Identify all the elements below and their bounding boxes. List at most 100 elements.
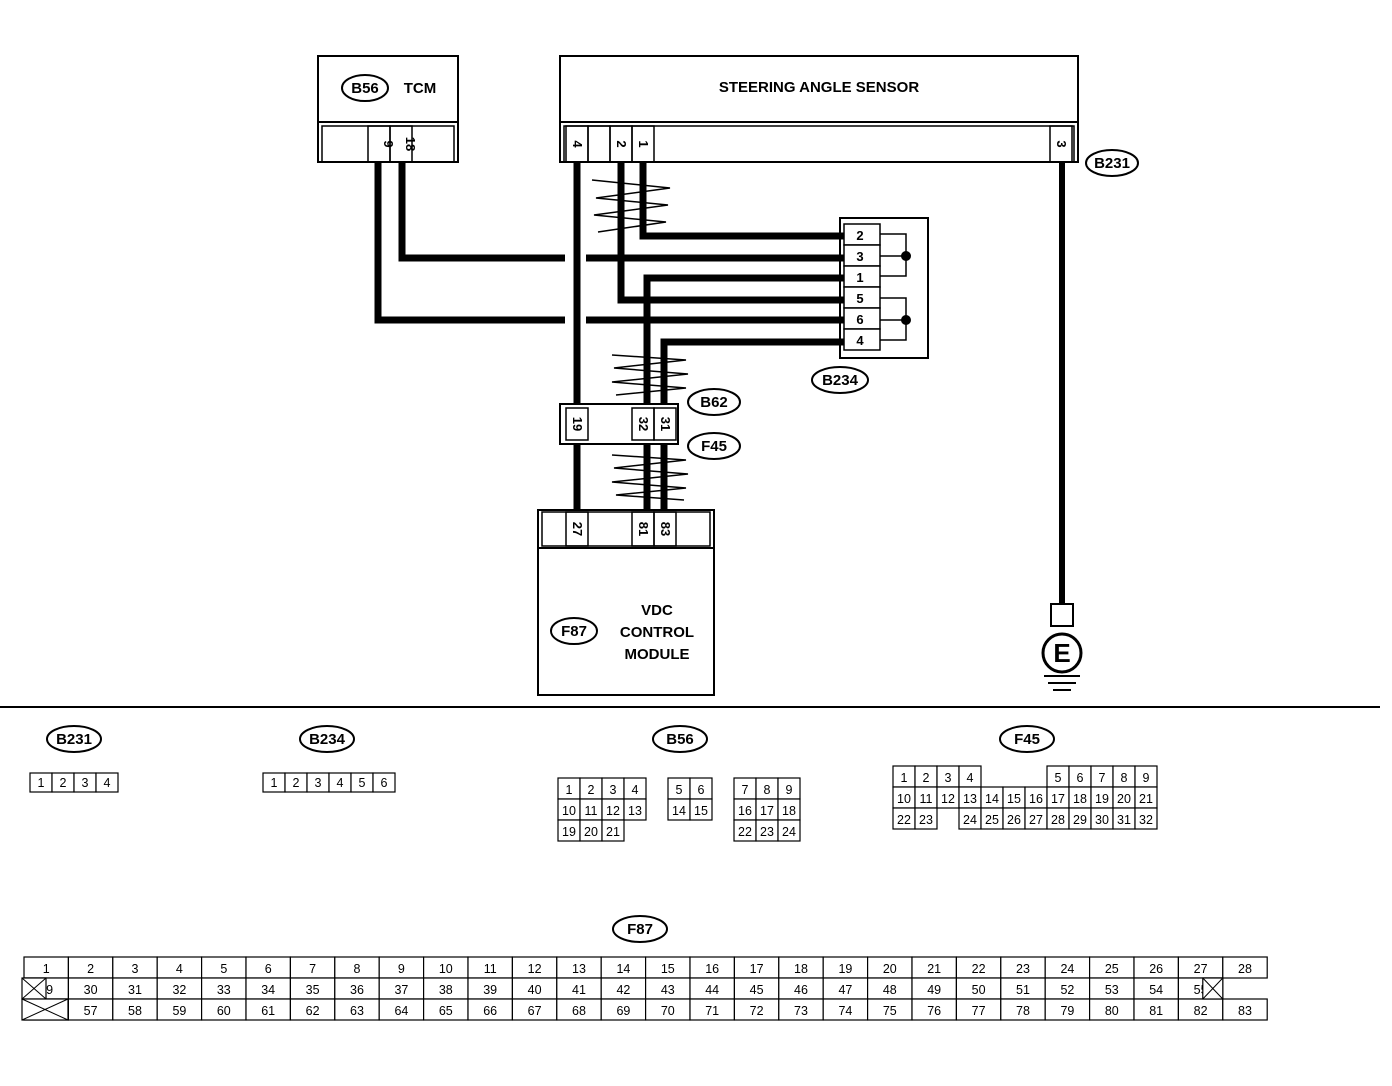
connector-pin-number: 61	[261, 1004, 275, 1018]
connector-pin-number: 57	[84, 1004, 98, 1018]
connector-pin-number: 26	[1007, 813, 1021, 827]
twisted-pair-marks	[591, 179, 689, 501]
jc-pin-3: 3	[856, 249, 863, 264]
connector-pin-cell	[777, 819, 801, 842]
connector-pin-number: 53	[1105, 983, 1119, 997]
connector-pin-number: 41	[572, 983, 586, 997]
vdc-control-module: 27 81 83 F87 VDC CONTROL MODULE	[537, 509, 715, 696]
connector-pin-number: 76	[927, 1004, 941, 1018]
wire-tcm9-jc6	[374, 162, 844, 324]
connector-pin-number: 9	[786, 783, 793, 797]
connector-pin-number: 15	[1007, 792, 1021, 806]
connector-pin-number: 25	[1105, 962, 1119, 976]
connector-pin-number: 73	[794, 1004, 808, 1018]
connector-pin-number: 19	[838, 962, 852, 976]
vdc-pin-27: 27	[570, 522, 585, 536]
connector-pin-number: 17	[1051, 792, 1065, 806]
connector-pin-number: 9	[1143, 771, 1150, 785]
connector-pin-number: 1	[38, 776, 45, 790]
connector-pin-number: 6	[698, 783, 705, 797]
connector-pin-number: 7	[1099, 771, 1106, 785]
connector-pin-number: 31	[128, 983, 142, 997]
vdc-name-line1: VDC	[641, 602, 673, 619]
connector-pin-number: 4	[337, 776, 344, 790]
connector-pin-number: 6	[381, 776, 388, 790]
connector-pin-number: 20	[883, 962, 897, 976]
connector-face-ref: F87	[627, 921, 653, 938]
connector-pin-number: 11	[585, 804, 598, 818]
wire-jc1-vdc81	[643, 274, 844, 512]
ground-symbol: E	[1041, 603, 1083, 691]
connector-pin-number: 11	[920, 792, 933, 806]
connector-pin-number: 44	[705, 983, 719, 997]
connector-pin-number: 12	[528, 962, 542, 976]
tcm-ref-badge	[341, 74, 389, 102]
connector-pin-number: 40	[528, 983, 542, 997]
connector-face-ref: F45	[1014, 731, 1040, 748]
sas-pin-1: 1	[636, 140, 651, 147]
connector-pin-number: 80	[1105, 1004, 1119, 1018]
tcm-name: TCM	[404, 80, 437, 97]
connector-pin-number: 59	[172, 1004, 186, 1018]
connector-pin-number: 21	[927, 962, 941, 976]
mid-bottom-badge	[687, 432, 741, 460]
connector-pin-number: 49	[927, 983, 941, 997]
connector-pin-number: 3	[132, 962, 139, 976]
jc-pin-2: 2	[856, 228, 863, 243]
sas-pin-4: 4	[570, 140, 585, 148]
jc-pin-1: 1	[856, 270, 863, 285]
connector-face-badge	[999, 725, 1055, 753]
connector-pin-number: 26	[1149, 962, 1163, 976]
mid-pin-32: 32	[636, 417, 651, 431]
connector-pin-number: 14	[985, 792, 999, 806]
connector-pin-number: 27	[1029, 813, 1043, 827]
connector-pin-number: 15	[661, 962, 675, 976]
connector-pin-number: 50	[972, 983, 986, 997]
connector-pin-number: 51	[1016, 983, 1030, 997]
connector-face-badge	[299, 725, 355, 753]
connector-pin-number: 12	[606, 804, 620, 818]
jc-pin-4: 4	[856, 333, 864, 348]
connector-pin-cell	[1222, 956, 1268, 979]
connector-pin-cell	[601, 819, 625, 842]
connector-pin-number: 7	[309, 962, 316, 976]
connector-pin-number: 81	[1149, 1004, 1163, 1018]
connector-pin-number: 1	[566, 783, 573, 797]
connector-pin-number: 4	[176, 962, 183, 976]
connector-pin-cell	[95, 772, 119, 793]
jc-connector: B234	[822, 372, 859, 389]
connector-pin-number: 5	[1055, 771, 1062, 785]
connector-pin-number: 21	[1139, 792, 1153, 806]
connector-pin-number: 32	[172, 983, 186, 997]
connector-pin-number: 24	[782, 825, 796, 839]
connector-pin-number: 83	[1238, 1004, 1252, 1018]
connector-pin-cell	[623, 798, 647, 821]
connector-pin-number: 20	[584, 825, 598, 839]
connector-pin-number: 70	[661, 1004, 675, 1018]
connector-pin-number: 42	[616, 983, 630, 997]
connector-pin-number: 77	[972, 1004, 986, 1018]
vdc-pin-81: 81	[636, 522, 651, 536]
connector-pin-number: 67	[528, 1004, 542, 1018]
connector-pin-number: 11	[484, 962, 497, 976]
connector-pin-cell	[372, 772, 396, 793]
connector-pin-number: 4	[104, 776, 111, 790]
connector-pin-cell	[914, 807, 938, 830]
connector-pin-number: 10	[897, 792, 911, 806]
connector-pin-number: 24	[1060, 962, 1074, 976]
connector-pin-number: 52	[1060, 983, 1074, 997]
connector-pin-number: 82	[1194, 1004, 1208, 1018]
vdc-name-line3: MODULE	[625, 646, 690, 663]
connector-pin-number: 54	[1149, 983, 1163, 997]
tcm-ref: B56	[351, 80, 379, 97]
vdc-name-line2: CONTROL	[620, 624, 694, 641]
connector-pin-number: 30	[1095, 813, 1109, 827]
connector-pin-number: 63	[350, 1004, 364, 1018]
connector-pin-number: 23	[760, 825, 774, 839]
connector-pin-cell	[1134, 807, 1158, 830]
connector-pin-number: 21	[606, 825, 620, 839]
tcm-module: B56 TCM 9 18	[317, 55, 459, 163]
